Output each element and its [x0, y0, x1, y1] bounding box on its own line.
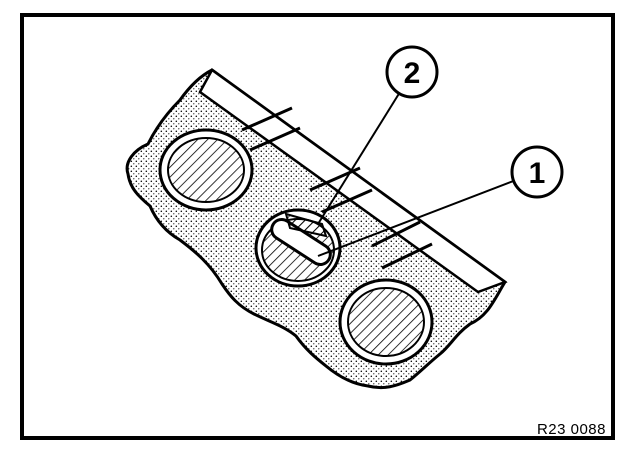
callout-2: 2 [317, 45, 439, 225]
callout-2-circle [385, 45, 439, 99]
oil-slot [270, 217, 332, 267]
top-face [198, 68, 508, 294]
bore-left-section [167, 137, 245, 203]
slot-shoulder [284, 212, 328, 238]
callout-2-number: 2 [404, 57, 421, 90]
callout-1-circle [510, 145, 564, 199]
figure-reference-code: R23 0088 [536, 421, 606, 438]
leader-line-1 [317, 179, 517, 257]
leader-line-2 [317, 91, 401, 225]
callout-1: 1 [317, 145, 564, 257]
bore-right-section [347, 287, 425, 357]
callout-1-number: 1 [529, 157, 546, 190]
